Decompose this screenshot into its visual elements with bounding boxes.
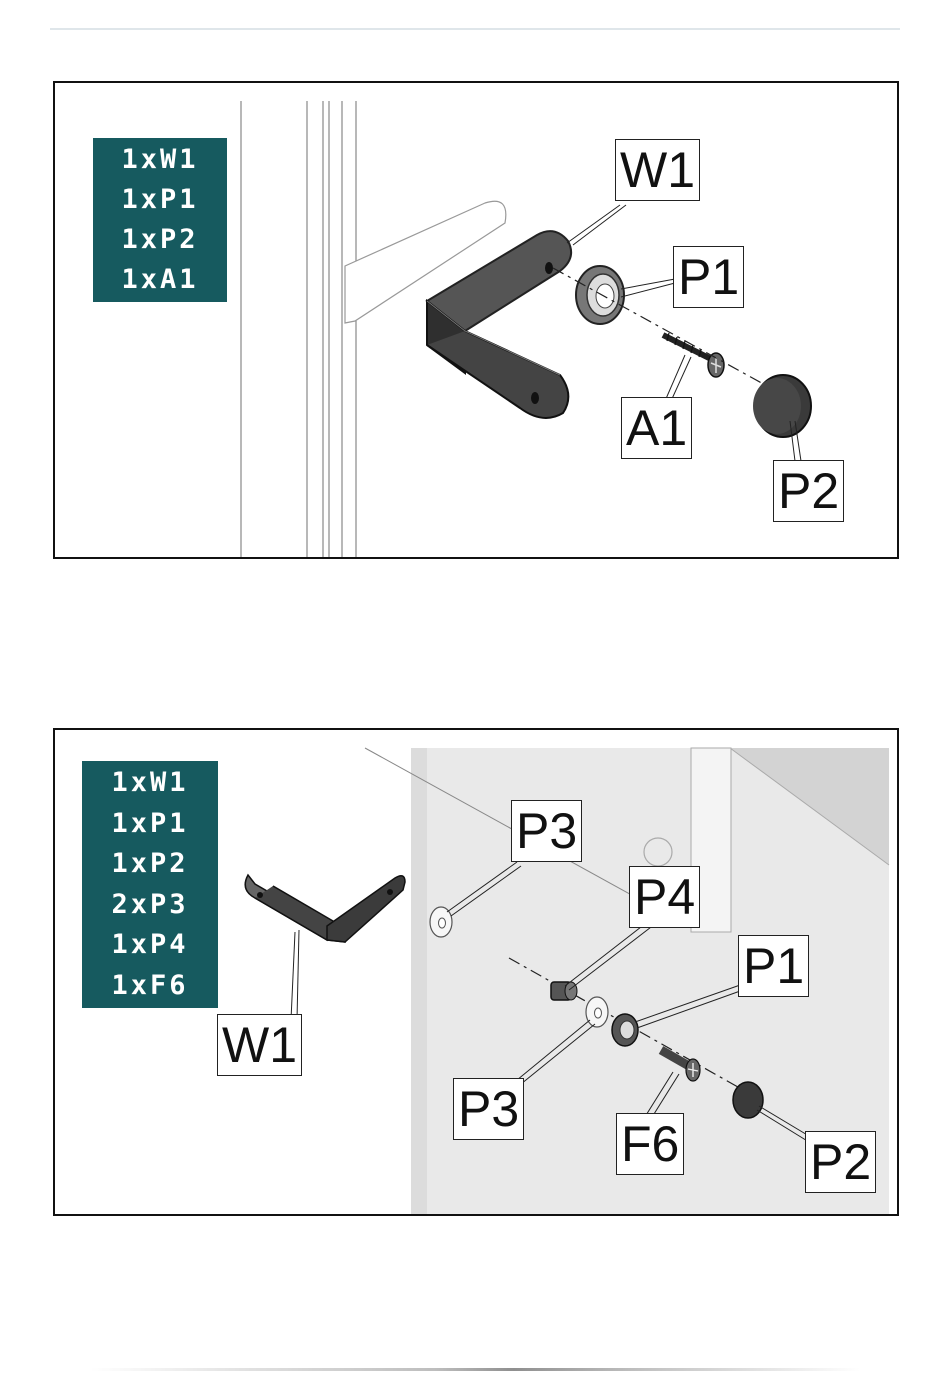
parts-list-item: 1xW1 <box>93 140 227 180</box>
callout-a1: A1 <box>621 397 692 459</box>
callout-p1-step-2: P1 <box>738 935 809 997</box>
assembly-step-2-panel: 1xW1 1xP1 1xP2 2xP3 1xP4 1xF6 P3 P4 P1 W… <box>53 728 899 1216</box>
parts-list-item: 1xW1 <box>82 763 218 804</box>
spacer-p4-drawing <box>551 982 577 1000</box>
parts-list-item: 1xP4 <box>82 925 218 966</box>
screw-a1-drawing <box>663 333 724 377</box>
parts-list-item: 1xP2 <box>93 220 227 260</box>
callout-w1-step-2: W1 <box>217 1014 302 1076</box>
washer-p3-middle-drawing <box>586 997 608 1027</box>
callout-p3-top: P3 <box>511 800 582 862</box>
parts-list-step-1: 1xW1 1xP1 1xP2 1xA1 <box>93 138 227 302</box>
parts-list-item: 1xA1 <box>93 260 227 300</box>
assembly-step-1-panel: 1xW1 1xP1 1xP2 1xA1 W1 P1 A1 P2 <box>53 81 899 559</box>
washer-p3-top-drawing <box>430 907 452 937</box>
parts-list-item: 1xP2 <box>82 844 218 885</box>
callout-p1: P1 <box>673 246 744 308</box>
callout-p3-bottom: P3 <box>453 1078 524 1140</box>
cover-ring-p1-drawing <box>576 266 624 324</box>
parts-list-item: 1xP1 <box>82 804 218 845</box>
parts-list-item: 1xP1 <box>93 180 227 220</box>
parts-list-item: 2xP3 <box>82 885 218 926</box>
top-divider <box>50 28 900 30</box>
cap-p2-small-drawing <box>733 1082 763 1118</box>
bracket-w1-loose-drawing <box>245 875 405 942</box>
callout-w1: W1 <box>615 139 700 201</box>
door-frame-lines <box>241 101 356 557</box>
callout-f6: F6 <box>616 1113 684 1175</box>
cap-p2-drawing <box>753 375 811 437</box>
bottom-divider <box>90 1368 860 1371</box>
parts-list-item: 1xF6 <box>82 966 218 1007</box>
parts-list-step-2: 1xW1 1xP1 1xP2 2xP3 1xP4 1xF6 <box>82 761 218 1008</box>
callout-p4: P4 <box>629 866 700 928</box>
callout-p2-step-2: P2 <box>805 1131 876 1193</box>
cover-ring-p1-small-drawing <box>612 1014 638 1046</box>
callout-p2: P2 <box>773 460 844 522</box>
